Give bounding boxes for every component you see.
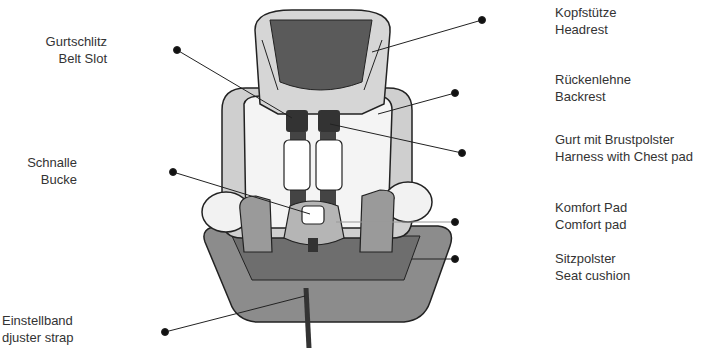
seat-side — [360, 190, 394, 252]
part-label: Gurtschlitz — [46, 34, 107, 50]
leader-dot — [452, 90, 459, 97]
part-label: djuster strap — [2, 330, 74, 346]
leader-line — [412, 259, 455, 260]
part-label: Harness with Chest pad — [555, 149, 693, 165]
leader-dot — [174, 47, 181, 54]
part-label: Sitzpolster — [555, 251, 616, 267]
part-label: Seat cushion — [555, 268, 630, 284]
part-label: Schnalle — [27, 155, 77, 171]
leader-dot — [452, 219, 459, 226]
leader-line — [372, 20, 482, 52]
leader-line — [165, 296, 305, 332]
part-label: Comfort pad — [555, 217, 627, 233]
part-label: Backrest — [555, 89, 606, 105]
chest-pad — [316, 140, 342, 190]
part-label: Headrest — [555, 22, 608, 38]
part-label: Kopfstütze — [555, 5, 616, 21]
leader-dot — [162, 329, 169, 336]
adjuster-strap — [306, 288, 309, 348]
seat-side — [240, 196, 272, 252]
part-label: Gurt mit Brustpolster — [555, 132, 674, 148]
headrest — [255, 10, 390, 114]
leader-line — [336, 222, 455, 223]
leader-dot — [479, 17, 486, 24]
belt-slot — [318, 110, 340, 132]
chest-pad — [284, 140, 310, 190]
leader-line — [378, 93, 455, 114]
buckle — [302, 206, 324, 224]
headrest-panel — [270, 20, 372, 90]
leader-dot — [459, 150, 466, 157]
part-label: Belt Slot — [59, 51, 107, 67]
part-label: Rückenlehne — [555, 72, 631, 88]
leader-line — [330, 124, 462, 153]
part-label: Bucke — [41, 172, 77, 188]
part-label: Komfort Pad — [555, 200, 627, 216]
belt-slot — [286, 110, 308, 132]
crotch-strap — [308, 238, 318, 252]
part-label: Einstellband — [2, 313, 73, 329]
leader-line — [177, 50, 292, 118]
leader-line — [173, 172, 310, 214]
leader-dot — [170, 169, 177, 176]
leader-dot — [452, 256, 459, 263]
